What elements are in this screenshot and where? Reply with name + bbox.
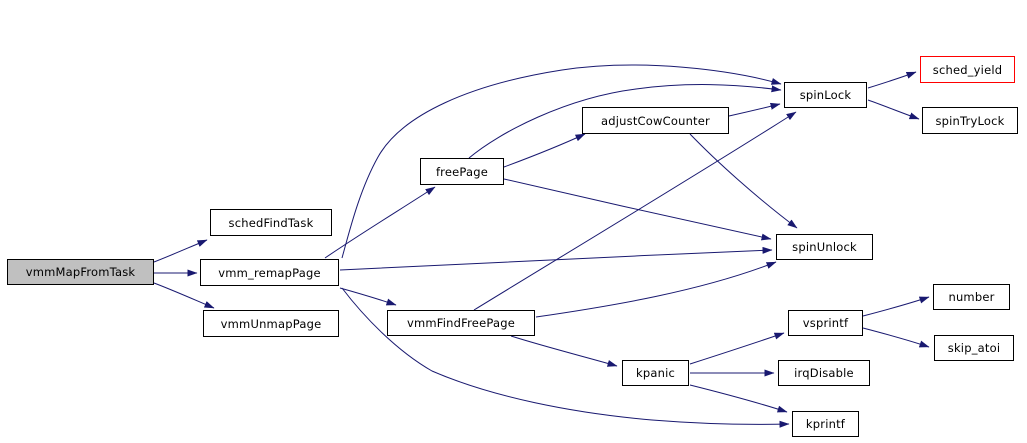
node-freePage[interactable]: freePage (420, 158, 504, 185)
edge-adjustCowCounter-to-spinUnlock (689, 133, 798, 229)
edge-freePage-to-spinLock (468, 84, 782, 159)
node-spinTryLock[interactable]: spinTryLock (922, 107, 1018, 134)
edge-vmm_remapPage-to-vmmFindFreePage (339, 287, 397, 306)
node-sched-yield[interactable]: sched_yield (920, 56, 1015, 83)
node-spinUnlock[interactable]: spinUnlock (776, 234, 873, 260)
edge-vmm_remapPage-to-spinLock (341, 64, 782, 259)
edge-vmm_remapPage-to-spinUnlock (339, 246, 773, 271)
edge-freePage-to-spinUnlock (503, 178, 772, 241)
edge-vmmMapFromTask-to-vmmUnmapPage (153, 282, 215, 309)
edge-freePage-to-adjustCowCounter (503, 133, 586, 168)
edge-spinLock-to-sched_yield (867, 71, 917, 89)
node-vmmMapFromTask: vmmMapFromTask (7, 259, 154, 285)
edge-vsprintf-to-skip_atoi (862, 327, 930, 348)
edge-vmm_remapPage-to-freePage (324, 186, 436, 259)
node-vmm-remapPage[interactable]: vmm_remapPage (200, 259, 339, 286)
node-adjustCowCounter[interactable]: adjustCowCounter (582, 107, 729, 134)
edge-vmmMapFromTask-to-schedFindTask (153, 239, 208, 263)
edge-vmmFindFreePage-to-spinLock (473, 111, 797, 311)
edge-spinLock-to-spinTryLock (867, 99, 920, 120)
edge-kpanic-to-kprintf (689, 384, 788, 413)
edge-vmmFindFreePage-to-spinUnlock (535, 261, 777, 318)
edge-vmm_remapPage-to-kprintf (341, 287, 790, 428)
node-vmmUnmapPage[interactable]: vmmUnmapPage (203, 310, 339, 337)
node-number[interactable]: number (933, 284, 1010, 310)
node-kprintf[interactable]: kprintf (792, 411, 859, 437)
edge-vsprintf-to-number (862, 296, 930, 317)
node-vmmFindFreePage[interactable]: vmmFindFreePage (387, 310, 535, 336)
node-vsprintf[interactable]: vsprintf (788, 310, 863, 336)
node-skip-atoi[interactable]: skip_atoi (934, 335, 1014, 361)
node-kpanic[interactable]: kpanic (622, 360, 689, 386)
node-irqDisable[interactable]: irqDisable (778, 360, 870, 386)
edge-vmmFindFreePage-to-kpanic (510, 335, 618, 367)
edge-adjustCowCounter-to-spinLock (728, 102, 781, 117)
node-spinLock[interactable]: spinLock (784, 82, 867, 108)
node-schedFindTask[interactable]: schedFindTask (210, 209, 332, 236)
edge-kpanic-to-vsprintf (689, 332, 785, 365)
